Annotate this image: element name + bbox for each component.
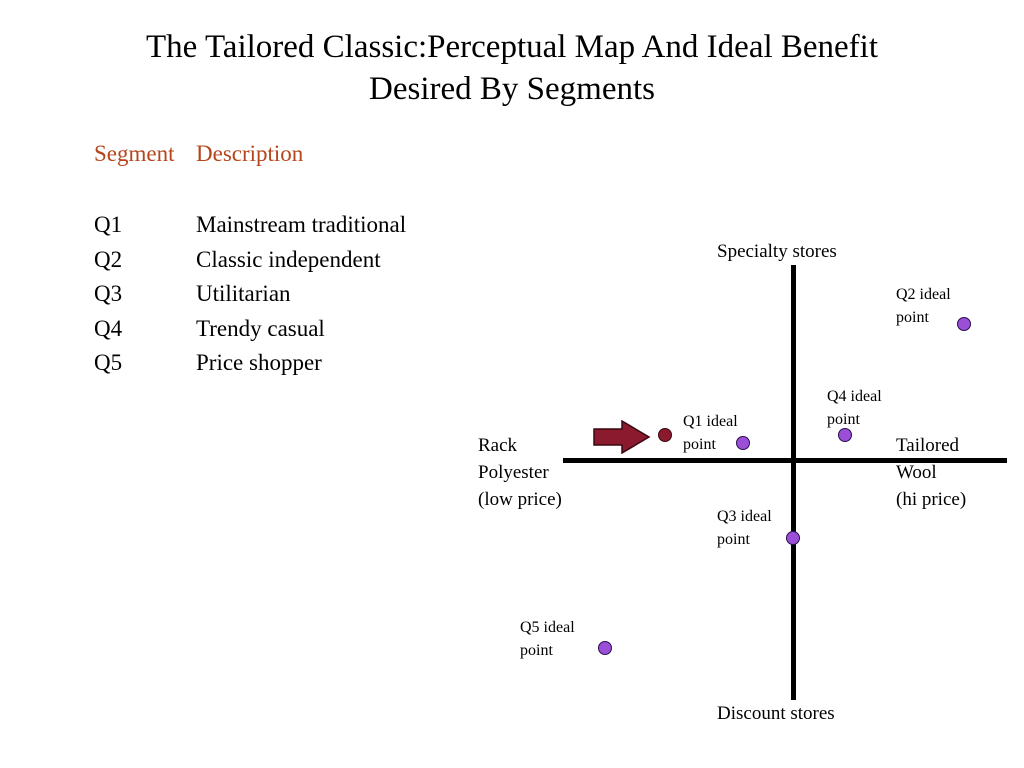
right-arrow-icon: [593, 420, 651, 454]
segment-code: Q5: [94, 350, 123, 375]
point-label-line: point: [683, 436, 716, 453]
title-line-1: The Tailored Classic:Perceptual Map And …: [145, 29, 879, 65]
axis-label-bottom: Discount stores: [717, 703, 835, 724]
point-label-line: Q4 ideal: [827, 388, 882, 405]
segment-row: Q3 Utilitarian: [94, 277, 406, 312]
q5-ideal-point-label: Q5 ideal point: [520, 616, 575, 662]
segment-description: Mainstream traditional: [196, 212, 407, 237]
segment-table-header: Segment Description: [94, 141, 303, 167]
point-label-line: Q5 ideal: [520, 619, 575, 636]
horizontal-axis: [563, 458, 1007, 463]
page-title: The Tailored Classic:Perceptual Map And …: [0, 26, 1024, 110]
axis-label-top: Specialty stores: [717, 241, 837, 262]
point-label-line: point: [896, 309, 929, 326]
point-label-line: Q3 ideal: [717, 508, 772, 525]
segment-description: Utilitarian: [196, 281, 291, 306]
header-segment: Segment: [94, 141, 175, 166]
axis-label-left-line: (low price): [478, 489, 562, 510]
axis-label-right-line: Wool: [896, 462, 937, 483]
segment-row: Q2 Classic independent: [94, 243, 406, 278]
point-label-line: point: [520, 642, 553, 659]
segment-code: Q1: [94, 212, 123, 237]
point-label-line: Q2 ideal: [896, 286, 951, 303]
axis-label-right: Tailored Wool (hi price): [896, 432, 966, 513]
segment-row: Q1 Mainstream traditional: [94, 208, 406, 243]
q4-ideal-point-dot: [838, 428, 852, 442]
axis-label-right-line: Tailored: [896, 435, 960, 456]
segment-description: Classic independent: [196, 246, 381, 272]
segment-description: Trendy casual: [196, 315, 325, 341]
axis-label-left-line: Polyester: [478, 462, 549, 483]
q2-ideal-point-label: Q2 ideal point: [896, 283, 951, 329]
segment-row: Q4 Trendy casual: [94, 312, 406, 347]
segment-list: Q1 Mainstream traditional Q2 Classic indep…: [94, 208, 406, 381]
segment-code: Q3: [94, 281, 123, 306]
segment-description: Price shopper: [196, 350, 322, 375]
axis-label-left-line: Rack: [478, 435, 518, 456]
point-label-line: point: [717, 531, 750, 548]
q1-ideal-point-label: Q1 ideal point: [683, 410, 738, 456]
q2-ideal-point-dot: [957, 317, 971, 331]
q3-ideal-point-label: Q3 ideal point: [717, 505, 772, 551]
q3-ideal-point-dot: [786, 531, 800, 545]
header-description: Description: [196, 141, 304, 166]
axis-label-right-line: (hi price): [896, 489, 967, 510]
point-label-line: Q1 ideal: [683, 413, 738, 430]
axis-label-left: Rack Polyester (low price): [478, 432, 562, 513]
segment-code: Q2: [94, 246, 123, 272]
vertical-axis: [791, 265, 796, 700]
q1-ideal-point-dot: [736, 436, 750, 450]
point-label-line: point: [827, 411, 860, 428]
q4-ideal-point-label: Q4 ideal point: [827, 385, 882, 431]
current-position-dot: [658, 428, 672, 442]
segment-row: Q5 Price shopper: [94, 346, 406, 381]
title-line-2: Desired By Segments: [369, 71, 655, 107]
segment-code: Q4: [94, 315, 123, 341]
q5-ideal-point-dot: [598, 641, 612, 655]
